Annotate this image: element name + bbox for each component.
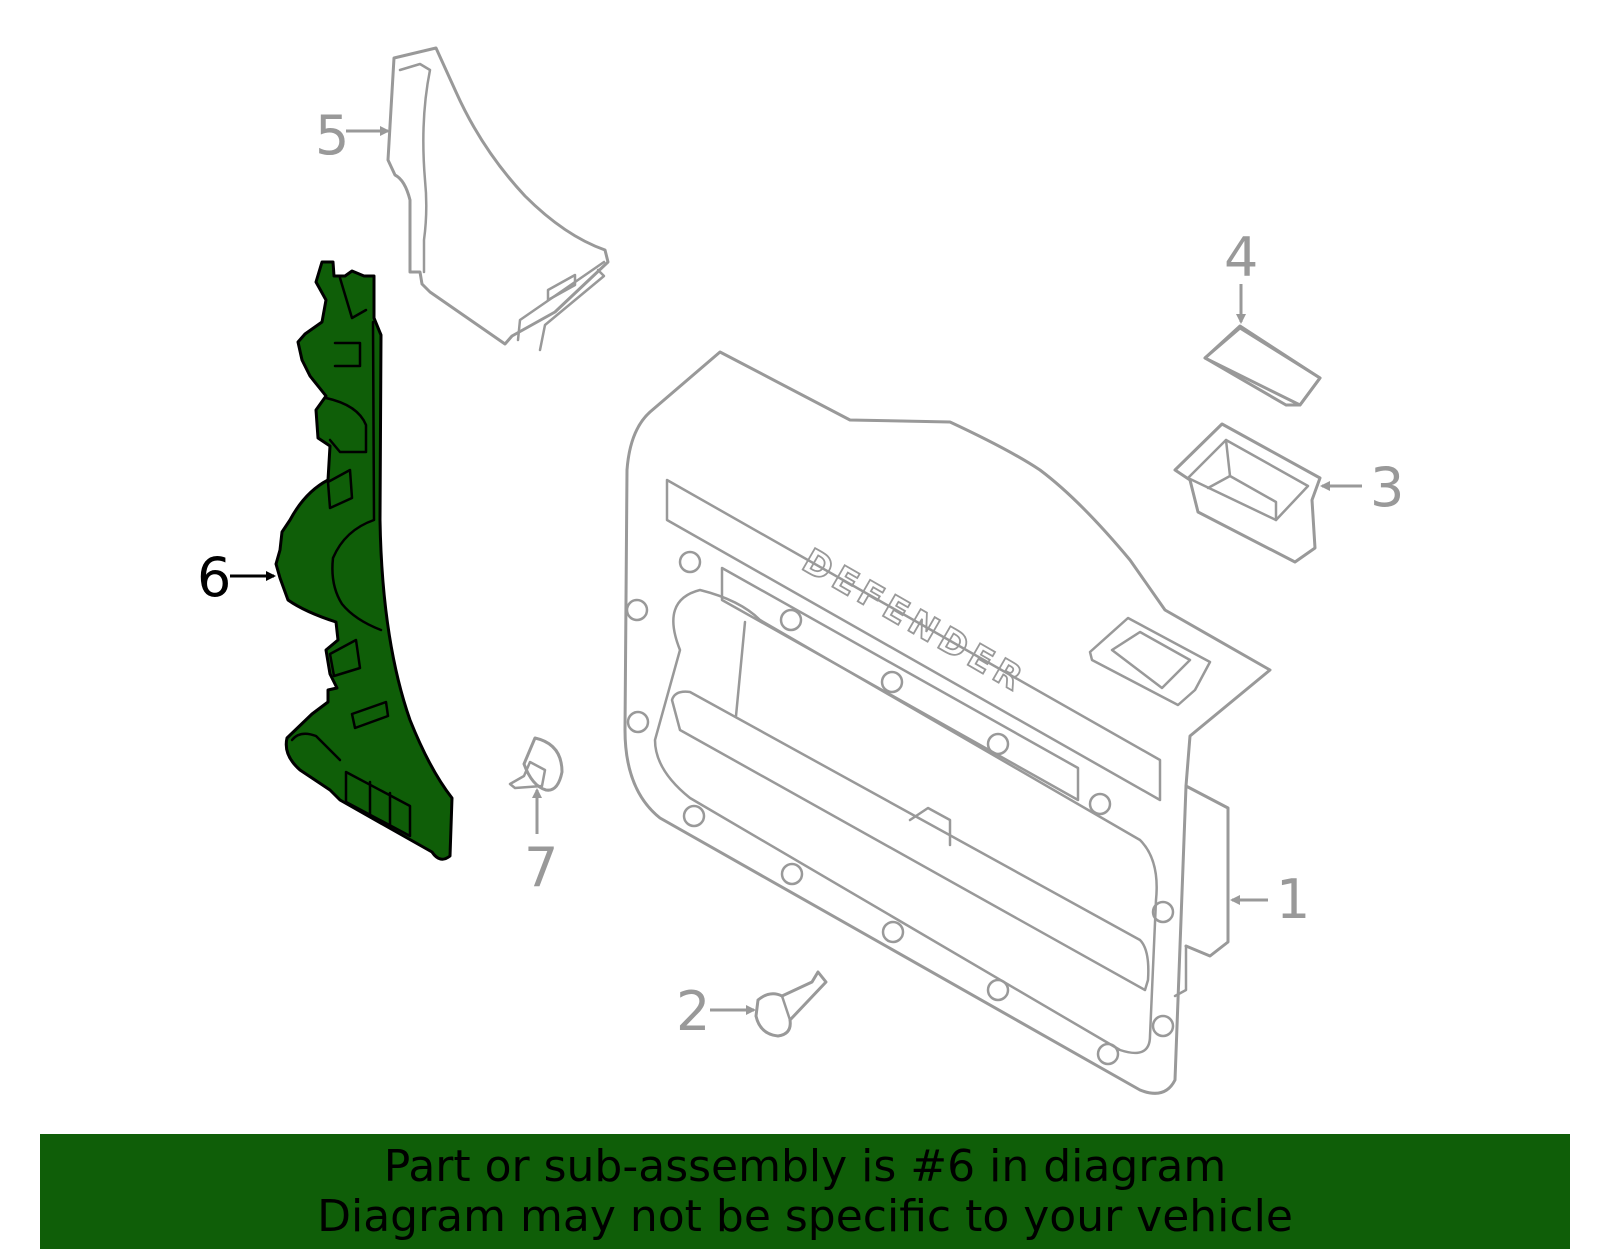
part-3-bin: [1173, 422, 1322, 564]
callout-3: 3: [1320, 456, 1404, 519]
part-5-upper-trim: [386, 46, 610, 352]
panel-holes: [625, 550, 1175, 1066]
callout-7: 7: [524, 788, 558, 899]
callout-6-label: 6: [197, 546, 231, 609]
callout-1-label: 1: [1276, 868, 1310, 931]
part-4-pad: [1203, 324, 1322, 407]
panel-logo-text: DEFENDER: [796, 541, 1034, 702]
callout-5-label: 5: [315, 104, 349, 167]
info-banner: Part or sub-assembly is #6 in diagram Di…: [40, 1134, 1570, 1249]
callout-1: 1: [1230, 868, 1310, 931]
callout-2: 2: [676, 980, 756, 1043]
banner-line-disclaimer: Diagram may not be specific to your vehi…: [317, 1191, 1293, 1242]
callout-4-label: 4: [1224, 226, 1258, 289]
callout-6: 6: [197, 546, 276, 609]
part-1-door-panel: DEFENDER: [623, 350, 1272, 1095]
part-6-highlighted-trim: [274, 260, 454, 861]
callout-7-label: 7: [524, 836, 558, 899]
callout-3-label: 3: [1370, 456, 1404, 519]
callout-5: 5: [315, 104, 390, 167]
part-7-clip: [508, 736, 564, 792]
banner-line-part: Part or sub-assembly is #6 in diagram: [383, 1141, 1227, 1192]
part-2-screw: [754, 970, 828, 1038]
callout-2-label: 2: [676, 980, 710, 1043]
callout-4: 4: [1224, 226, 1258, 324]
